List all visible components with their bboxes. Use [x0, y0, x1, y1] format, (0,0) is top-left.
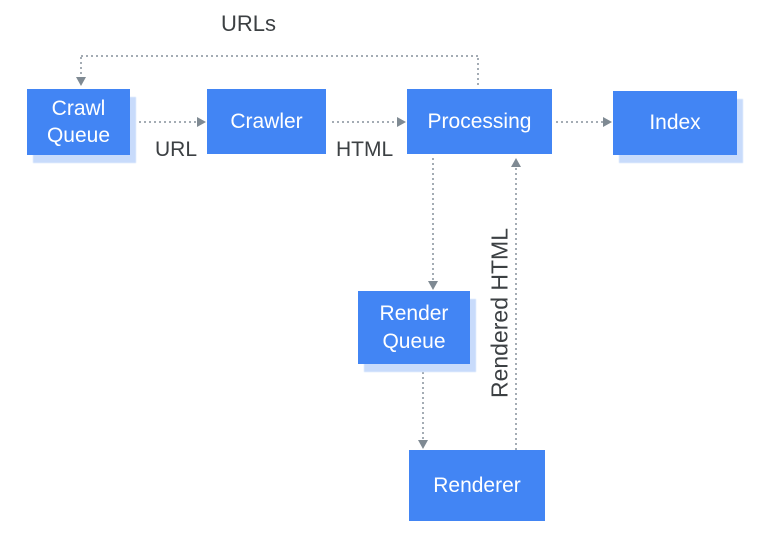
node-render-queue: Render Queue: [358, 291, 470, 364]
edge-label-urls: URLs: [221, 11, 277, 36]
edge-renderqueue-to-renderer-line: [422, 367, 424, 439]
arrowhead-into-renderer-icon: [418, 440, 428, 449]
edge-processing-to-crawlqueue-right-line: [477, 58, 479, 88]
arrowhead-into-index-icon: [603, 117, 612, 127]
arrowhead-into-crawler-icon: [197, 117, 206, 127]
arrowhead-into-processing-bottom-icon: [511, 158, 521, 167]
edge-processing-to-crawlqueue-left-line: [80, 57, 82, 76]
edge-label-rendered-html: Rendered HTML: [486, 227, 513, 399]
node-renderer: Renderer: [409, 450, 545, 521]
edge-crawler-to-processing-line: [332, 121, 396, 123]
node-crawler: Crawler: [207, 89, 326, 154]
arrowhead-into-processing-icon: [397, 117, 406, 127]
edge-renderer-to-processing-line: [515, 168, 517, 450]
edge-label-html: HTML: [336, 138, 394, 161]
arrowhead-into-crawl-queue-icon: [76, 77, 86, 86]
edge-processing-to-crawlqueue-top-line: [81, 55, 478, 57]
arrowhead-into-render-queue-icon: [428, 281, 438, 290]
node-processing: Processing: [407, 89, 552, 154]
node-crawl-queue: Crawl Queue: [27, 89, 130, 155]
edge-processing-to-index-line: [556, 121, 603, 123]
edge-crawlqueue-to-crawler-line: [139, 121, 197, 123]
edge-label-url: URL: [155, 138, 198, 161]
edge-processing-to-renderqueue-line: [432, 158, 434, 280]
node-index: Index: [613, 91, 737, 155]
